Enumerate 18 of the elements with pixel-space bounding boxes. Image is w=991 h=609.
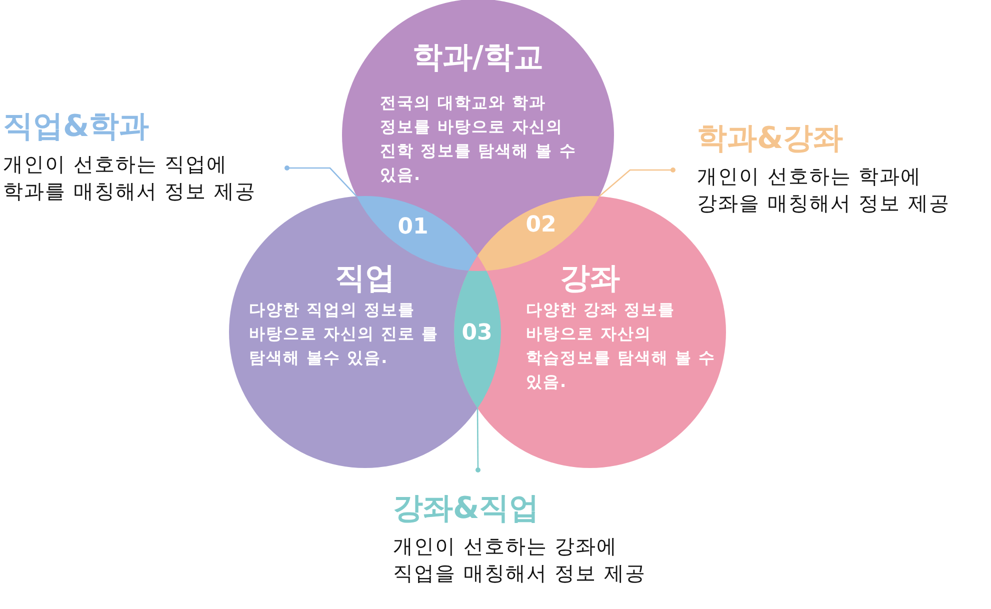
leader-line [284,166,358,197]
circle-title: 강좌 [559,260,621,298]
circle-description: 다양한 직업의 정보를 바탕으로 자신의 진로 를 탐색해 볼수 있음. [249,299,440,369]
leader-line [598,168,676,197]
overlap-number: 01 [398,214,428,240]
callout-description: 개인이 선호하는 강좌에 직업을 매칭해서 정보 제공 [393,533,648,587]
overlap-number: 02 [526,212,556,238]
circle-title: 직업 [334,260,396,298]
callout-title: 학과&강좌 [697,120,844,158]
overlap-number: 03 [462,320,492,346]
callout-description: 개인이 선호하는 학과에 강좌을 매칭해서 정보 제공 [697,163,952,217]
callout-description: 개인이 선호하는 직업에 학과를 매칭해서 정보 제공 [3,151,258,205]
callout-title: 강좌&직업 [393,490,540,528]
circle-description: 다양한 강좌 정보를 바탕으로 자산의 학습정보를 탐색해 볼 수 있음. [526,299,716,393]
leader-line [476,408,480,472]
circle-description: 전국의 대학교와 학과 정보를 바탕으로 자신의 진학 정보를 탐색해 볼 수 있음. [380,92,578,186]
circle-title: 학과/학교 [412,39,544,77]
callout-title: 직업&학과 [3,108,150,146]
